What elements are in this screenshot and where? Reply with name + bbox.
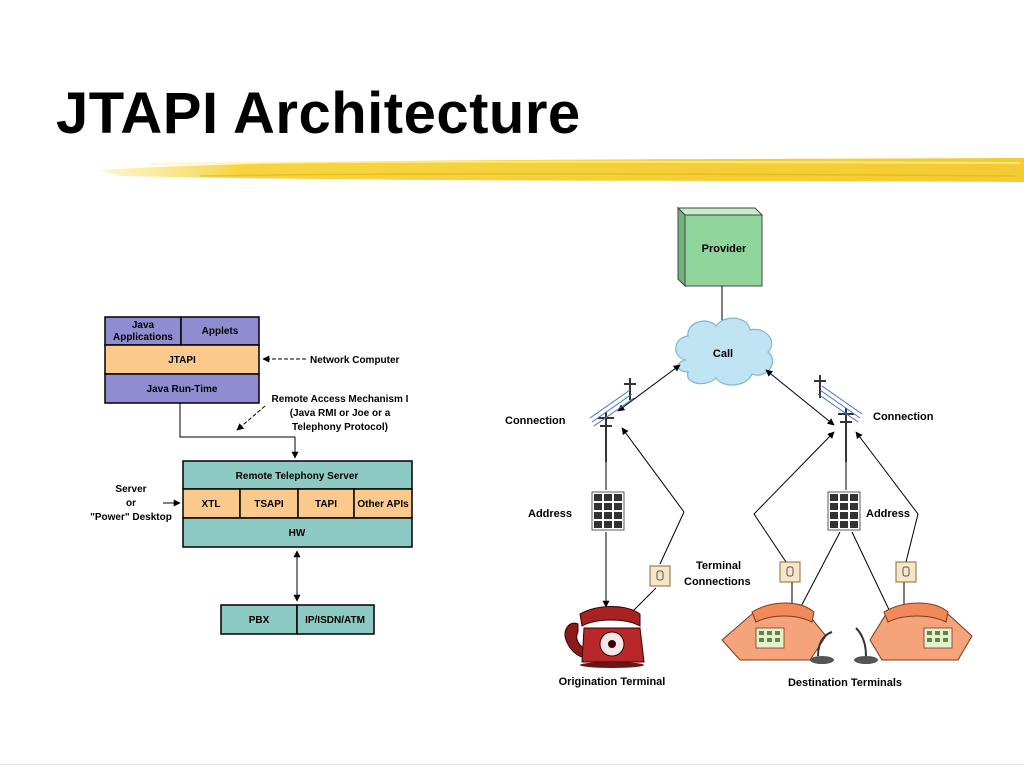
remote-access-label-2: (Java RMI or Joe or a bbox=[290, 408, 391, 419]
network-computer-label: Network Computer bbox=[310, 355, 400, 366]
java-applications-label-2: Applications bbox=[113, 332, 173, 343]
connection-right-label: Connection bbox=[873, 411, 934, 423]
java-applications-box bbox=[104, 316, 182, 346]
destination-terminals-label: Destination Terminals bbox=[788, 677, 902, 689]
left-architecture-diagram: Java Applications Applets JTAPI Java Run… bbox=[90, 316, 413, 635]
call-label: Call bbox=[713, 348, 733, 360]
destination-telephone-icon bbox=[854, 602, 973, 664]
address-left-keypad-icon bbox=[591, 491, 625, 531]
pbx-label: PBX bbox=[249, 615, 270, 626]
ip-isdn-atm-label: IP/ISDN/ATM bbox=[305, 615, 365, 626]
provider-box: Provider bbox=[676, 206, 764, 288]
server-label-3: "Power" Desktop bbox=[90, 512, 172, 523]
address-right-label: Address bbox=[866, 508, 910, 520]
java-applications-label-1: Java bbox=[132, 320, 155, 331]
remote-telephony-server-label: Remote Telephony Server bbox=[236, 471, 359, 482]
tsapi-box bbox=[239, 488, 299, 519]
jtapi-box bbox=[104, 344, 260, 375]
terminal-connection-jack-icon bbox=[649, 565, 671, 587]
remote-access-label-3: Telephony Protocol) bbox=[292, 422, 388, 433]
other-apis-box bbox=[353, 488, 413, 519]
provider-label: Provider bbox=[702, 243, 747, 255]
terminal-connection-jack-icon bbox=[895, 561, 917, 583]
other-apis-label: Other APIs bbox=[357, 499, 409, 510]
remote-telephony-server-box bbox=[182, 460, 413, 490]
hw-box bbox=[182, 517, 413, 548]
call-cloud: Call bbox=[675, 317, 774, 386]
terminal-connections-label-1: Terminal bbox=[696, 560, 741, 572]
origination-terminal-label: Origination Terminal bbox=[559, 676, 666, 688]
applets-box bbox=[180, 316, 260, 346]
tsapi-label: TSAPI bbox=[254, 499, 284, 510]
pbx-box bbox=[220, 604, 298, 635]
address-right-keypad-icon bbox=[827, 491, 861, 531]
java-runtime-box bbox=[104, 373, 260, 404]
connection-right-pole-icon bbox=[814, 375, 863, 462]
tapi-label: TAPI bbox=[315, 499, 337, 510]
origination-telephone-icon bbox=[564, 606, 645, 668]
jtapi-label: JTAPI bbox=[168, 355, 196, 366]
ip-isdn-atm-box bbox=[296, 604, 375, 635]
footer-divider bbox=[0, 764, 1024, 765]
right-object-model-diagram: Provider Call Connection bbox=[505, 206, 973, 689]
hw-label: HW bbox=[289, 528, 306, 539]
slide-title: JTAPI Architecture bbox=[56, 81, 581, 146]
java-runtime-label: Java Run-Time bbox=[147, 384, 218, 395]
address-left-label: Address bbox=[528, 508, 572, 520]
destination-telephone-icon bbox=[721, 602, 834, 664]
server-label-2: or bbox=[126, 498, 136, 509]
xtl-label: XTL bbox=[202, 499, 221, 510]
remote-access-label-1: Remote Access Mechanism I bbox=[272, 394, 409, 405]
terminal-connection-jack-icon bbox=[779, 561, 801, 583]
connection-left-label: Connection bbox=[505, 415, 566, 427]
server-label-1: Server bbox=[115, 484, 146, 495]
applets-label: Applets bbox=[202, 326, 239, 337]
title-underline-highlight bbox=[100, 158, 1024, 182]
terminal-connections-label-2: Connections bbox=[684, 576, 751, 588]
tapi-box bbox=[297, 488, 355, 519]
connection-left-pole-icon bbox=[589, 378, 636, 462]
